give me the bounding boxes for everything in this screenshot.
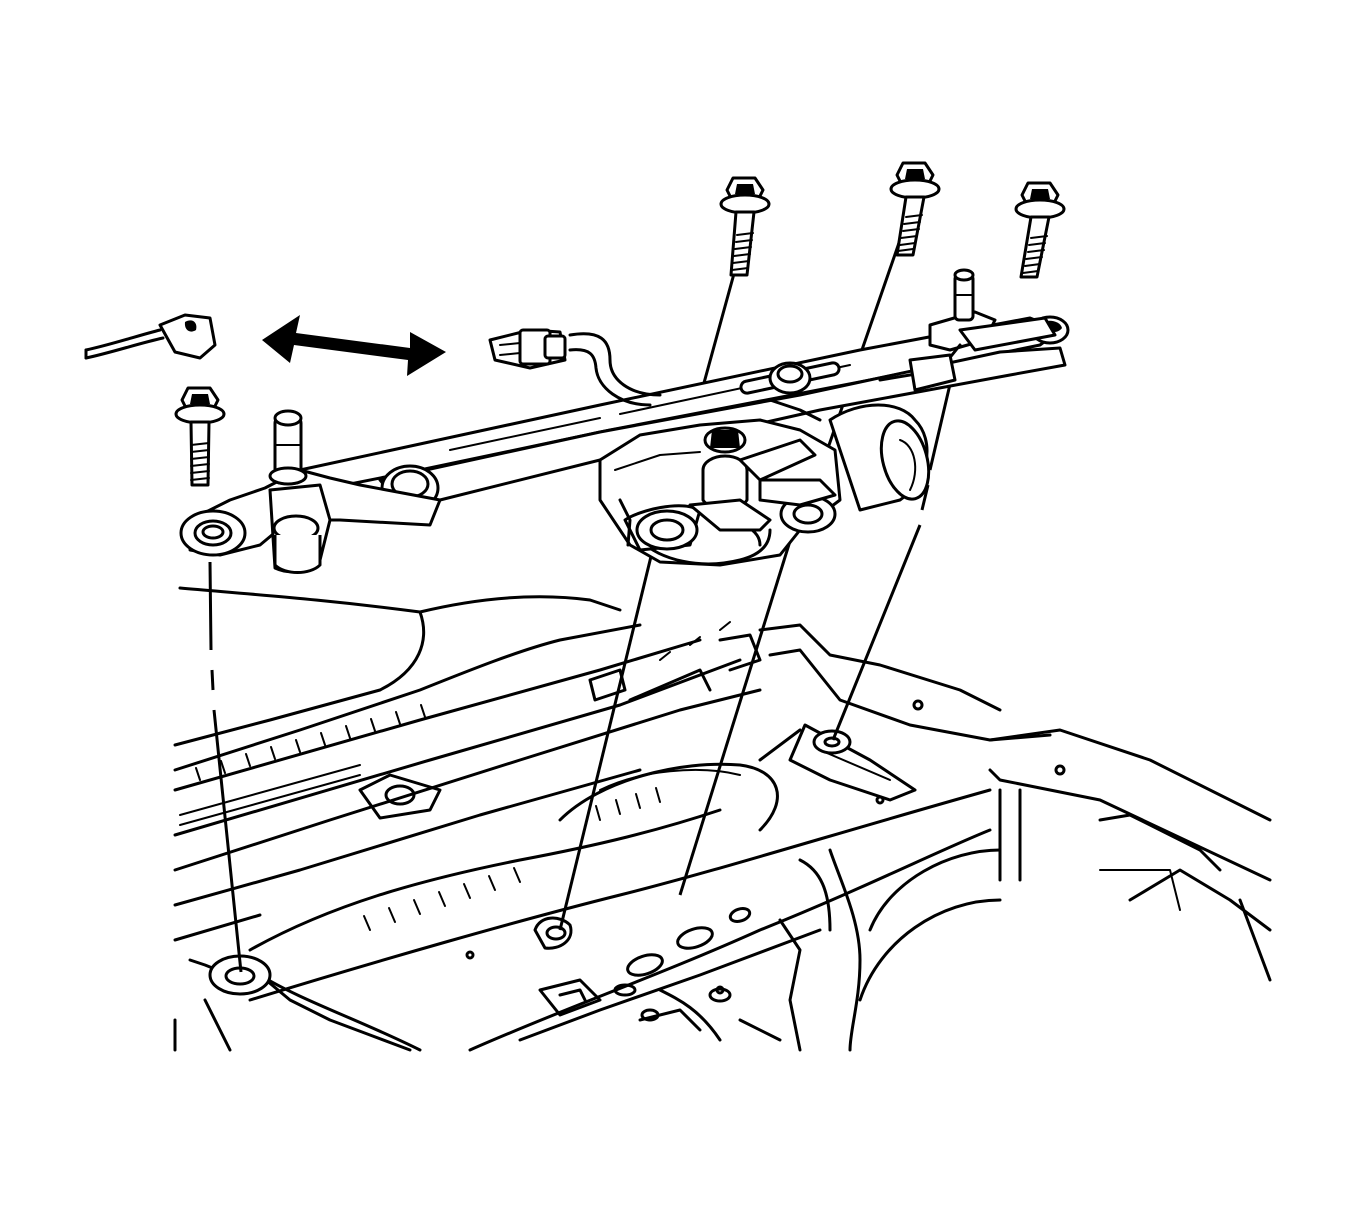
body-harness-connector (84, 313, 217, 360)
wiper-motor (598, 398, 931, 567)
bolt-motor-left (719, 176, 771, 277)
body-hole-left (208, 954, 272, 996)
cowl-panel (173, 586, 1272, 1052)
body-hole-right (812, 729, 852, 755)
wiper-motor-harness (488, 328, 662, 407)
body-hole-center (533, 916, 573, 950)
body-bolt-holes (208, 729, 852, 996)
double-headed-arrow (262, 315, 446, 376)
bolt-right (1014, 181, 1066, 279)
bolt-left (174, 386, 226, 487)
bolt-motor-right (889, 161, 941, 257)
